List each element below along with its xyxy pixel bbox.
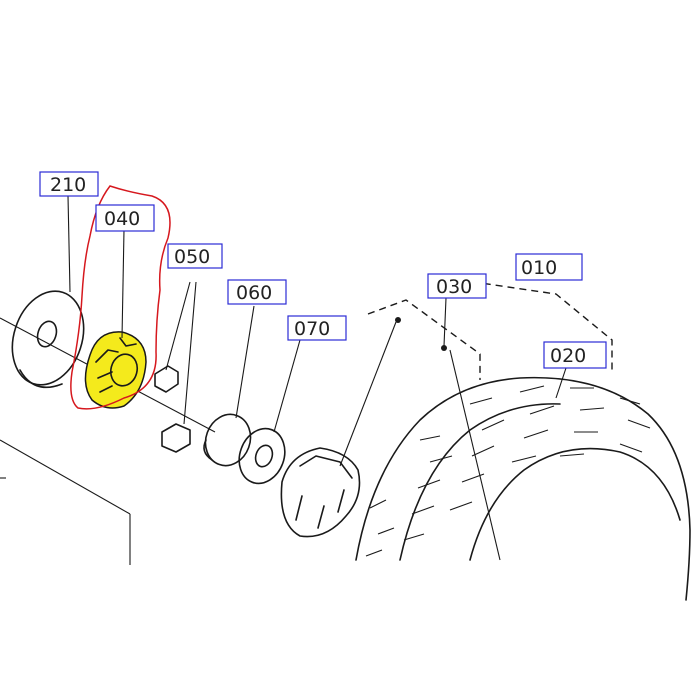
spring-clip-060 [203, 305, 255, 467]
hub-040-highlighted [84, 331, 147, 409]
svg-text:050: 050 [174, 246, 210, 268]
svg-text:070: 070 [294, 318, 330, 340]
label-210: 210 [39, 171, 99, 197]
label-050: 050 [167, 243, 223, 269]
label-060: 060 [227, 279, 287, 305]
svg-text:060: 060 [236, 282, 272, 304]
washer-070 [238, 339, 301, 485]
frame-lines [0, 439, 131, 565]
label-070: 070 [287, 315, 347, 341]
wheel-assembly [355, 349, 691, 601]
label-020: 020 [543, 341, 607, 369]
label-040: 040 [95, 204, 155, 232]
svg-text:020: 020 [550, 345, 586, 367]
highlight-outline [70, 185, 171, 410]
pins-050 [154, 281, 197, 453]
assembly-brackets [367, 279, 613, 380]
svg-text:040: 040 [104, 208, 140, 230]
ratchet-bushing [280, 317, 401, 538]
leader-040 [121, 229, 125, 339]
svg-text:010: 010 [521, 257, 557, 279]
svg-text:030: 030 [436, 276, 472, 298]
washer-210 [11, 290, 85, 389]
label-030: 030 [427, 273, 487, 299]
hub-040-fill [84, 331, 147, 409]
label-010: 010 [515, 253, 583, 281]
leader-210 [67, 195, 71, 293]
svg-text:210: 210 [50, 174, 86, 196]
wheel-tread [365, 385, 651, 557]
